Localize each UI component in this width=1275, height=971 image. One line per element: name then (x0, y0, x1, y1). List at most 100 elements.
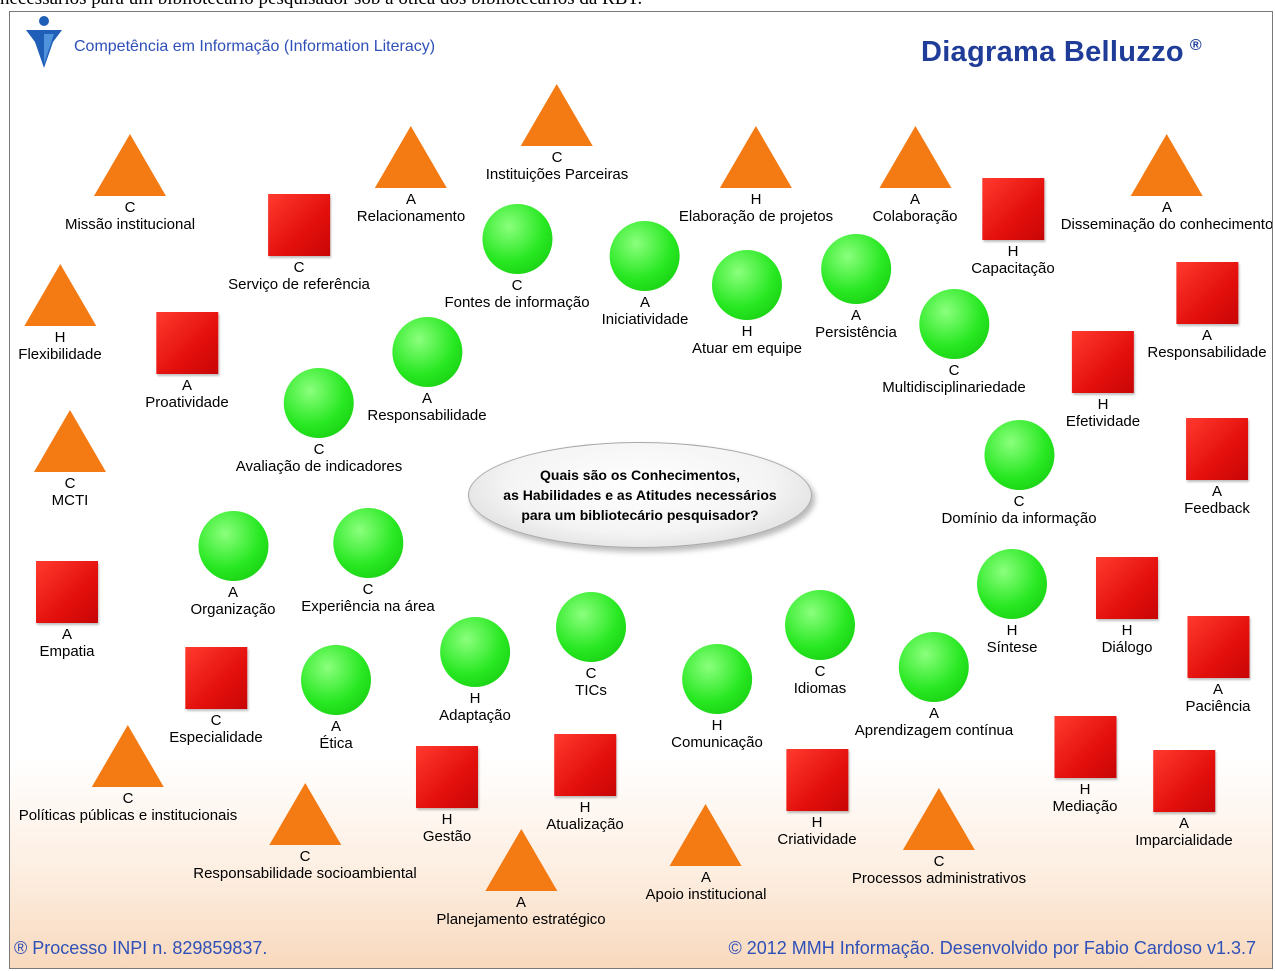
node-label: Serviço de referência (228, 276, 370, 293)
node-category-code: H (1079, 781, 1091, 798)
node-category-code: H (811, 814, 823, 831)
circle-icon (556, 592, 626, 662)
node-label: Processos administrativos (851, 870, 1027, 887)
node-label: Organização (190, 601, 276, 618)
circle-icon (301, 645, 371, 715)
center-question-line-2: as Habilidades e as Atitudes necessários (503, 487, 777, 503)
node-category-code: H (1006, 622, 1018, 639)
node-label: Comunicação (671, 734, 763, 751)
node-category-code: A (1201, 327, 1213, 344)
triangle-icon (94, 134, 166, 196)
triangle-icon (521, 84, 593, 146)
triangle-icon (268, 783, 341, 845)
square-icon (1153, 750, 1215, 812)
center-question-ellipse: Quais são os Conhecimentos, as Habilidad… (468, 442, 812, 548)
square-icon (1072, 331, 1134, 393)
node-category-code: C (362, 581, 374, 598)
node-category-code: C (293, 259, 305, 276)
cropped-caption-text: necessários para um bibliotecário pesqui… (0, 0, 1275, 12)
node-label: Instituições Parceiras (485, 166, 629, 183)
node-category-code: C (313, 441, 325, 458)
node-category-code: A (850, 307, 862, 324)
triangle-icon (23, 264, 96, 326)
circle-icon (983, 420, 1054, 490)
node-category-code: A (181, 377, 193, 394)
node-label: Feedback (1184, 500, 1250, 517)
square-icon (416, 746, 478, 808)
node-category-code: A (405, 191, 416, 208)
node-category-code: A (1178, 815, 1189, 832)
node-label: Adaptação (439, 707, 511, 724)
node-category-code: H (469, 690, 481, 707)
node-label: Efetividade (1065, 413, 1141, 430)
node-label: Colaboração (872, 208, 958, 225)
footer-copyright: © 2012 MMH Informação. Desenvolvido por … (728, 938, 1256, 958)
node-category-code: C (551, 149, 563, 166)
node-category-code: A (928, 705, 939, 722)
node-category-code: A (639, 294, 650, 311)
center-question-line-3: para um bibliotecário pesquisador? (521, 507, 759, 523)
node-category-code: C (511, 277, 523, 294)
node-category-code: H (711, 717, 723, 734)
node-category-code: C (585, 665, 597, 682)
node-label: Missão institucional (64, 216, 196, 233)
node-category-code: C (122, 790, 134, 807)
circle-icon (391, 317, 462, 387)
node-label: Mediação (1052, 798, 1118, 815)
node-label: Multidisciplinariedade (882, 379, 1026, 396)
brand-title: Diagrama Belluzzo® (921, 36, 1202, 69)
circle-icon (785, 590, 855, 660)
circle-icon (820, 234, 891, 304)
node-label: Relacionamento (356, 208, 466, 225)
circle-icon (899, 632, 969, 702)
circle-icon (711, 250, 782, 320)
triangle-icon (879, 126, 951, 188)
node-label: Especialidade (169, 729, 263, 746)
node-label: Planejamento estratégico (436, 911, 606, 928)
square-icon (1096, 557, 1158, 619)
square-icon (786, 749, 848, 811)
triangle-icon (34, 410, 106, 472)
node-label: Apoio institucional (645, 886, 767, 903)
node-label: Persistência (815, 324, 897, 341)
square-icon (554, 734, 616, 796)
node-label: Políticas públicas e institucionais (18, 807, 238, 824)
triangle-icon (902, 788, 975, 850)
diagram-frame: Competência em Informação (Information L… (9, 11, 1273, 969)
square-icon (1053, 716, 1116, 778)
node-label: Proatividade (145, 394, 229, 411)
center-question-line-1: Quais são os Conhecimentos, (540, 467, 740, 483)
triangle-icon (720, 126, 792, 188)
node-label: Paciência (1185, 698, 1251, 715)
node-category-code: C (210, 712, 222, 729)
node-category-code: H (441, 811, 453, 828)
node-category-code: C (814, 663, 826, 680)
node-category-code: C (933, 853, 945, 870)
node-label: Responsabilidade socioambiental (193, 865, 417, 882)
